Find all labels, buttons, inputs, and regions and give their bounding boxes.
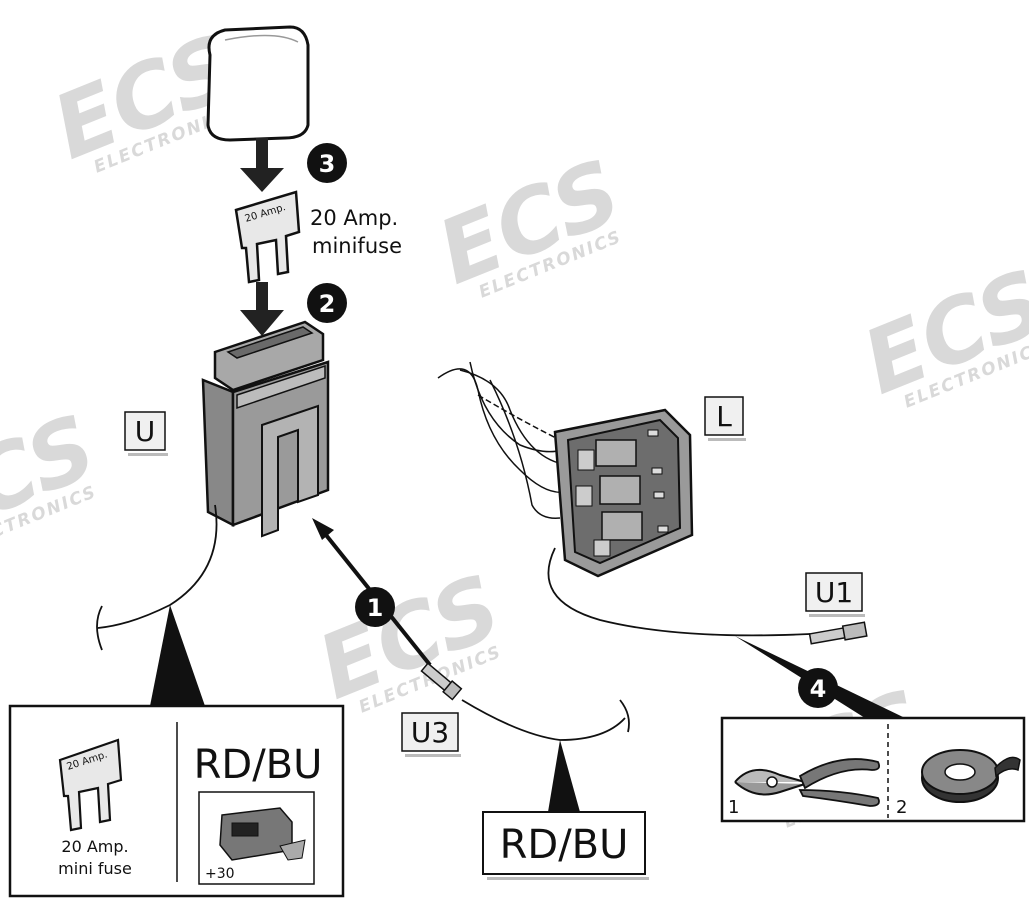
watermark: ECS ELECTRONICS bbox=[0, 395, 112, 565]
legend-fuse-caption-2: mini fuse bbox=[58, 859, 132, 878]
wire-u1-label: U1 bbox=[806, 573, 865, 617]
svg-text:U3: U3 bbox=[411, 716, 449, 749]
tool-2-number: 2 bbox=[896, 797, 907, 818]
wire-color-callout-pointer bbox=[548, 740, 580, 812]
lower-holder-icon bbox=[555, 410, 692, 576]
lower-holder-wires bbox=[438, 362, 568, 518]
holder-upper-label: U bbox=[125, 412, 168, 456]
svg-text:4: 4 bbox=[810, 675, 827, 703]
svg-text:U1: U1 bbox=[815, 576, 853, 609]
svg-text:RD/BU: RD/BU bbox=[500, 822, 629, 868]
watermark: ECS ELECTRONICS bbox=[849, 250, 1029, 420]
step-3-marker: 3 bbox=[307, 143, 347, 183]
tool-1-number: 1 bbox=[728, 797, 739, 818]
legend-fuse-caption-1: 20 Amp. bbox=[61, 837, 128, 856]
step-1-marker: 1 bbox=[355, 587, 395, 627]
fuse-holder-icon bbox=[203, 322, 328, 536]
module-icon: +30 bbox=[199, 792, 314, 884]
svg-text:ECS: ECS bbox=[0, 395, 109, 560]
wire-color-label: RD/BU bbox=[483, 812, 649, 880]
svg-text:1: 1 bbox=[367, 594, 384, 622]
insert-fuse-arrow bbox=[240, 138, 284, 192]
legend-wire-color: RD/BU bbox=[194, 742, 323, 788]
svg-text:L: L bbox=[716, 400, 732, 433]
insert-into-holder-arrow bbox=[240, 282, 284, 336]
fuse-rating-label: 20 Amp. bbox=[310, 206, 398, 230]
svg-text:U: U bbox=[135, 415, 156, 448]
watermark: ECS ELECTRONICS bbox=[424, 140, 636, 310]
svg-text:+30: +30 bbox=[205, 866, 235, 882]
legend-box: 20 Amp. 20 Amp. mini fuse RD/BU +30 bbox=[10, 706, 343, 896]
wire-terminal-icon bbox=[809, 622, 867, 646]
legend-callout-pointer bbox=[150, 605, 205, 706]
svg-text:3: 3 bbox=[319, 150, 336, 178]
step-4-marker: 4 bbox=[798, 668, 838, 708]
u3-wire bbox=[462, 700, 625, 740]
tools-box: 1 2 bbox=[722, 718, 1024, 821]
wire-u3-label: U3 bbox=[402, 713, 461, 757]
mini-fuse-icon: 20 Amp. bbox=[236, 192, 299, 282]
step-2-marker: 2 bbox=[307, 283, 347, 323]
svg-text:2: 2 bbox=[319, 290, 336, 318]
fuse-cap-icon bbox=[208, 27, 308, 140]
fuse-type-label: minifuse bbox=[312, 234, 402, 258]
holder-lower-label: L bbox=[705, 397, 746, 441]
holder-wire bbox=[98, 505, 217, 628]
